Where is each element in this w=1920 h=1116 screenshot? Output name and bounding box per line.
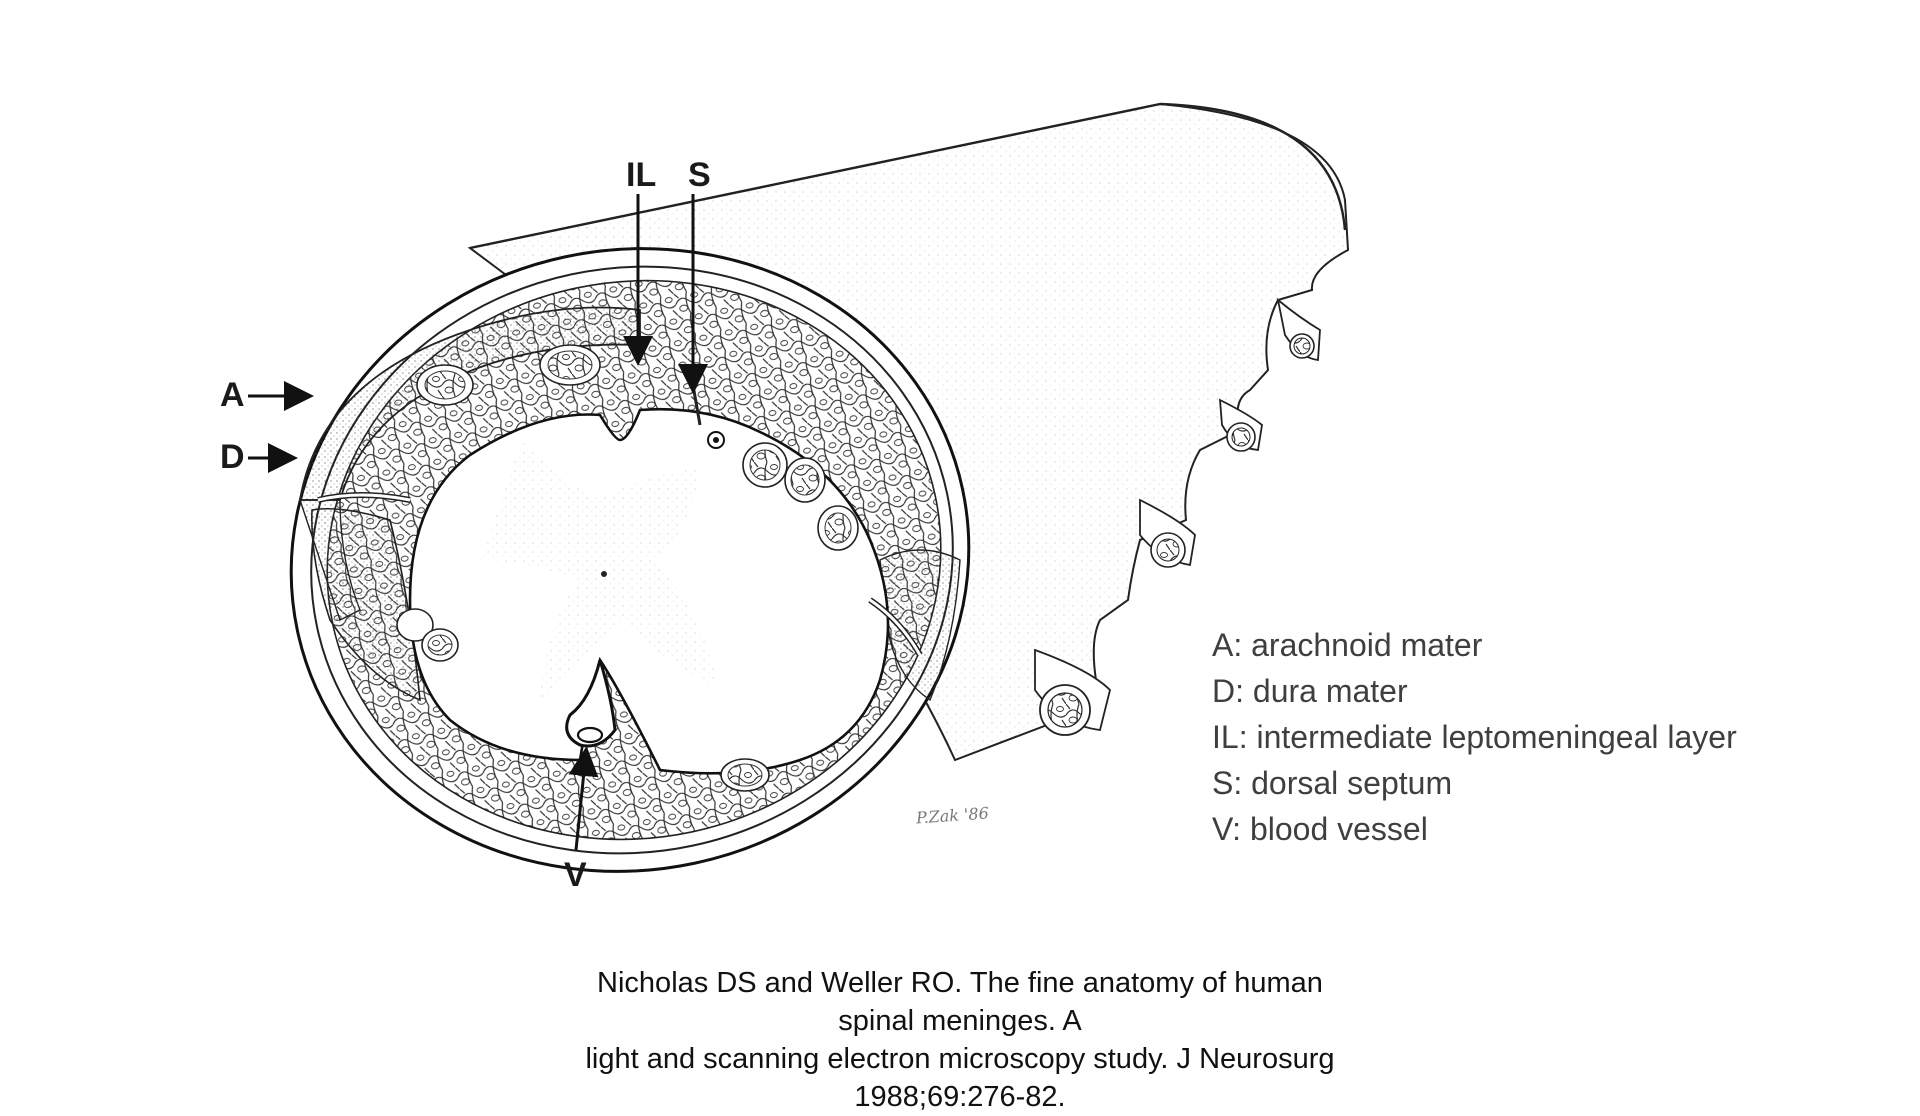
citation-line-2: light and scanning electron microscopy s… [585,1043,1335,1113]
legend-item-dorsal-septum: S: dorsal septum [1212,765,1453,801]
arrow-V [568,746,599,851]
lateral-pocket [311,507,421,702]
citation: Nicholas DS and Weller RO. The fine anat… [560,964,1360,1116]
callout-label-V: V [564,856,587,894]
legend-item-blood-vessel: V: blood vessel [1212,811,1428,847]
legend: A: arachnoid mater D: dura mater IL: int… [1212,622,1737,852]
nerve-root-sleeve [1034,648,1111,736]
legend-item-intermediate-leptomeningeal-layer: IL: intermediate leptomeningeal layer [1212,719,1737,755]
ventral-blood-vessel [565,659,617,748]
central-canal [601,571,607,577]
arachnoid-band [298,306,641,501]
spinal-meninges-illustration [248,102,1350,873]
nerve-root-sleeves [1034,297,1321,736]
callout-label-S: S [688,156,711,194]
citation-line-1: Nicholas DS and Weller RO. The fine anat… [597,967,1323,1037]
nerve-root-sleeve [1218,398,1263,452]
callout-label-D: D [220,438,245,476]
cross-section [289,247,971,873]
callout-arrows [248,194,708,851]
nerve-root-sleeve [1276,297,1321,361]
nerve-root-sleeve [1139,498,1196,568]
callout-label-IL: IL [626,156,657,194]
grey-matter [480,440,720,700]
callout-label-A: A [220,376,245,414]
nerve-rootlets [396,344,859,792]
legend-item-dura-mater: D: dura mater [1212,673,1408,709]
legend-item-arachnoid-mater: A: arachnoid mater [1212,627,1483,663]
